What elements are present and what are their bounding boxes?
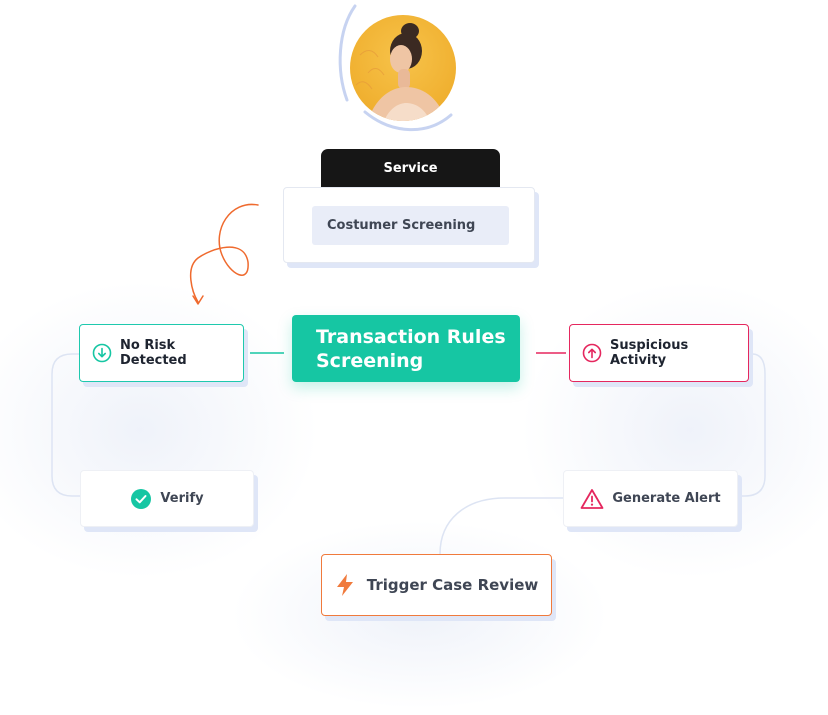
trigger-case-review-node[interactable]: Trigger Case Review [321,554,552,616]
no-risk-to-verify-connector [51,353,80,497]
service-tab: Service [321,149,500,191]
lightning-bolt-icon [335,573,355,597]
profile-avatar-group [333,0,473,140]
avatar [350,15,456,121]
generate-alert-label: Generate Alert [612,491,721,506]
no-risk-detected-node[interactable]: No Risk Detected [79,324,244,382]
arrow-up-circle-icon [582,343,602,363]
suspicious-activity-label: Suspicious Activity [610,338,689,368]
avatar-ring-arcs [338,4,453,132]
verify-node[interactable]: Verify [80,470,254,527]
no-risk-detected-label: No Risk Detected [120,338,187,368]
trigger-case-review-label: Trigger Case Review [366,576,539,594]
suspicious-activity-node[interactable]: Suspicious Activity [569,324,749,382]
costumer-screening-label: Costumer Screening [327,218,476,233]
alert-to-trigger-connector [439,497,563,555]
verify-label: Verify [160,491,204,506]
transaction-rules-label: Transaction Rules Screening [316,325,506,372]
check-circle-icon [130,488,152,510]
service-tab-label: Service [383,160,438,176]
curly-arrow-head [192,295,204,305]
generate-alert-node[interactable]: Generate Alert [563,470,738,527]
curly-arrow [189,203,259,303]
costumer-screening-field[interactable]: Costumer Screening [312,206,509,245]
arrow-down-circle-icon [92,343,112,363]
transaction-rules-screening-node[interactable]: Transaction Rules Screening [292,315,520,382]
service-card: Costumer Screening [283,187,535,263]
warning-triangle-icon [580,488,604,510]
suspicious-to-alert-connector [738,353,766,497]
